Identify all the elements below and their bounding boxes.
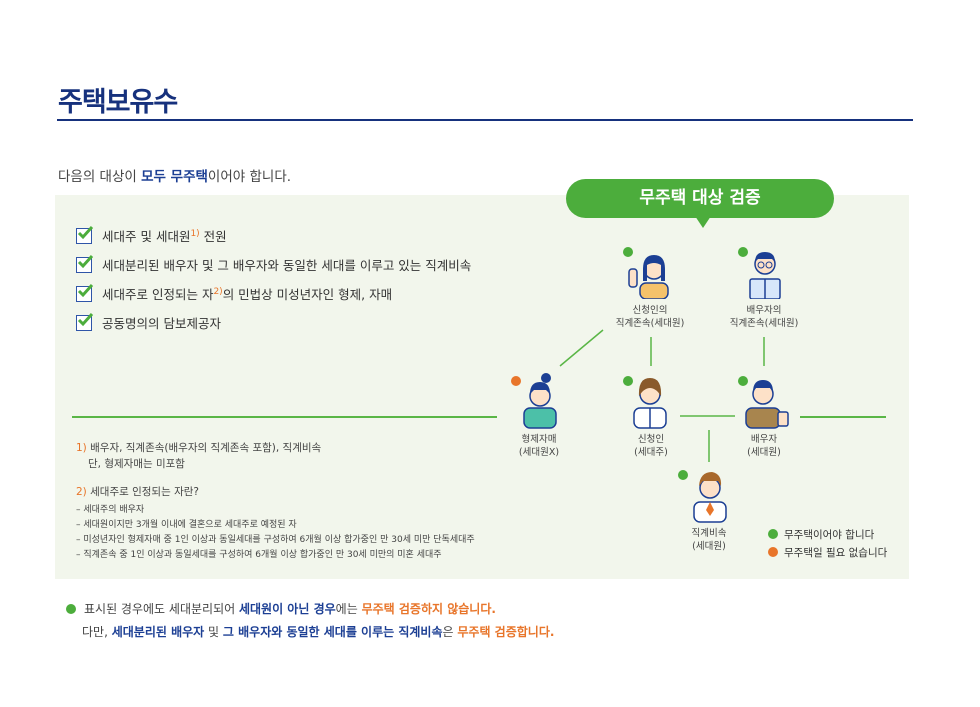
intro-pre: 다음의 대상이: [58, 169, 142, 185]
badge-pointer: [695, 216, 711, 228]
green-dot-icon: [66, 604, 76, 614]
note-text: 표시된 경우에도 세대분리되어: [84, 602, 239, 616]
child-icon: [693, 472, 727, 523]
footnote-number: 1): [76, 442, 87, 454]
sibling-label: 형제자매 (세대원X): [494, 433, 584, 459]
checklist-item: 세대주 및 세대원1) 전원: [76, 225, 227, 245]
footnote-2-title: 2) 세대주로 인정되는 자란?: [76, 484, 199, 500]
checklist-text: 공동명의의 담보제공자: [102, 316, 221, 331]
orange-dot-icon: [768, 547, 778, 557]
person-status: (세대원): [747, 447, 781, 458]
bottom-note-1: 표시된 경우에도 세대분리되어 세대원이 아닌 경우에는 무주택 검증하지 않습…: [66, 600, 496, 617]
bottom-note-2: 다만, 세대분리된 배우자 및 그 배우자와 동일한 세대를 이루는 직계비속은…: [82, 623, 554, 640]
checkbox-checked-icon: [76, 225, 94, 244]
note-emphasis: 그 배우자와 동일한 세대를 이루는 직계비속: [222, 625, 443, 639]
note-text: 및: [204, 625, 223, 639]
verification-badge: 무주택 대상 검증: [566, 179, 834, 218]
person-role: 형제자매: [521, 434, 557, 445]
green-dot-icon: [768, 529, 778, 539]
note-emphasis: 세대원이 아닌 경우: [238, 602, 336, 616]
applicant-label: 신청인 (세대주): [606, 433, 696, 459]
footnote-2-item: – 세대원이지만 3개월 이내에 결혼으로 세대주로 예정된 자: [76, 520, 297, 530]
note-text: 다만,: [82, 625, 112, 639]
note-highlight: 무주택 검증하지 않습니다.: [361, 602, 496, 616]
footnote-2-item: – 세대주의 배우자: [76, 505, 145, 515]
divider-line-left: [72, 416, 497, 418]
checklist-item: 세대분리된 배우자 및 그 배우자와 동일한 세대를 이루고 있는 직계비속: [76, 254, 472, 274]
footnote-2-item: – 미성년자인 형제자매 중 1인 이상과 동일세대를 구성하여 6개월 이상 …: [76, 535, 475, 545]
person-role: 배우자: [750, 434, 778, 445]
not-required-dot: [511, 376, 521, 386]
intro-emphasis: 모두 무주택: [141, 169, 208, 185]
must-be-homeless-dot: [623, 376, 633, 386]
must-be-homeless-dot: [738, 376, 748, 386]
footnote-text: 단, 형제자매는 미포함: [88, 458, 185, 470]
legend-item-orange: 무주택일 필요 없습니다: [768, 545, 887, 560]
spouse-parent-icon: [749, 252, 781, 299]
must-be-homeless-dot: [738, 247, 748, 257]
person-status: (세대주): [634, 447, 668, 458]
footnote-number: 2): [76, 486, 87, 498]
legend-text: 무주택일 필요 없습니다: [784, 547, 888, 559]
footnote-text: 세대주로 인정되는 자란?: [86, 486, 199, 498]
note-text: 은: [442, 625, 458, 639]
title-underline: [57, 119, 913, 121]
legend-text: 무주택이어야 합니다: [784, 529, 875, 541]
sibling-icon: [523, 373, 557, 429]
applicant-parent-icon: [628, 255, 669, 299]
person-status: 직계존속(세대원): [729, 318, 799, 329]
spouse-label: 배우자 (세대원): [719, 433, 809, 459]
must-be-homeless-dot: [678, 470, 688, 480]
checklist-text: 세대분리된 배우자 및 그 배우자와 동일한 세대를 이루고 있는 직계비속: [102, 258, 472, 273]
checkbox-checked-icon: [76, 254, 94, 273]
divider-line-right: [800, 416, 886, 418]
person-role: 신청인의: [632, 305, 668, 316]
checklist-item: 세대주로 인정되는 자2)의 민법상 미성년자인 형제, 자매: [76, 283, 393, 303]
person-status: (세대원): [692, 541, 726, 552]
checkbox-checked-icon: [76, 312, 94, 331]
applicant-icon: [633, 378, 667, 429]
note-emphasis: 세대분리된 배우자: [111, 625, 205, 639]
intro-text: 다음의 대상이 모두 무주택이어야 합니다.: [58, 165, 291, 185]
checklist-text-after: 의 민법상 미성년자인 형제, 자매: [222, 287, 393, 302]
must-be-homeless-dot: [623, 247, 633, 257]
intro-post: 이어야 합니다.: [207, 169, 292, 185]
person-status: (세대원X): [518, 447, 560, 458]
child-label: 직계비속 (세대원): [664, 527, 754, 553]
person-role: 신청인: [637, 434, 665, 445]
checklist-text-after: 전원: [199, 229, 227, 244]
checkbox-checked-icon: [76, 283, 94, 302]
checklist-text: 세대주 및 세대원: [102, 229, 191, 244]
legend-item-green: 무주택이어야 합니다: [768, 527, 874, 542]
page-title: 주택보유수: [58, 87, 178, 118]
person-role: 배우자의: [746, 305, 782, 316]
note-text: 에는: [335, 602, 362, 616]
checklist-text: 세대주로 인정되는 자: [102, 287, 214, 302]
footnote-2-item: – 직계존속 중 1인 이상과 동일세대를 구성하여 6개월 이상 합가중인 만…: [76, 550, 442, 560]
person-role: 직계비속: [691, 528, 727, 539]
footnote-text: 배우자, 직계존속(배우자의 직계존속 포함), 직계비속: [86, 442, 322, 454]
person-status: 직계존속(세대원): [615, 318, 685, 329]
note-highlight: 무주택 검증합니다.: [457, 625, 555, 639]
spouse-icon: [745, 380, 789, 429]
checklist-item: 공동명의의 담보제공자: [76, 312, 221, 332]
footnote-ref: 2): [213, 286, 223, 297]
footnote-ref: 1): [190, 228, 200, 239]
